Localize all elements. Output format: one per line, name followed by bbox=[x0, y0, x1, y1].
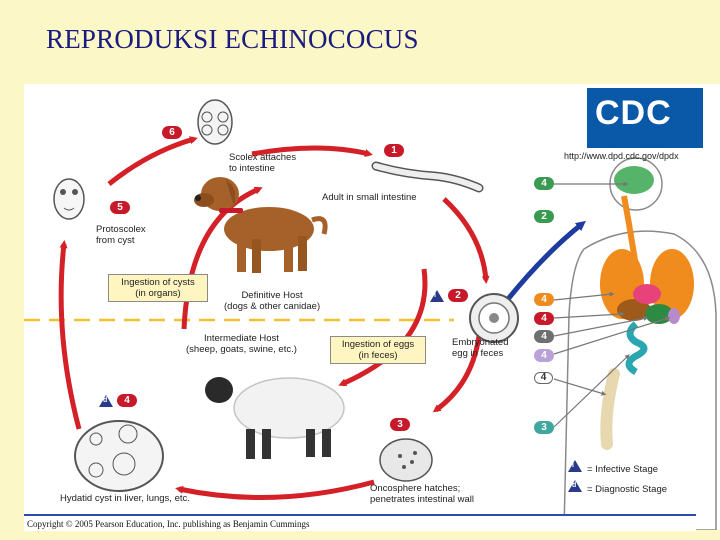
human-badge-brain: 4 bbox=[534, 177, 554, 190]
human-badge-kidney: 4 bbox=[534, 330, 554, 343]
arrow-1-to-2 bbox=[442, 197, 490, 284]
pointer-liver-b bbox=[553, 316, 649, 337]
egg-illustration bbox=[469, 293, 519, 343]
badge-stage-1: 1 bbox=[384, 144, 404, 157]
infective-stage-marker: i bbox=[430, 290, 444, 302]
human-badge-lung: 4 bbox=[534, 293, 554, 306]
pointer-intestine bbox=[553, 354, 630, 428]
box-ingestion-cysts: Ingestion of cysts(in organs) bbox=[108, 274, 208, 302]
pointer-liver-a bbox=[553, 311, 625, 319]
protoscolex-illustration bbox=[53, 178, 85, 220]
badge-stage-2: 2 bbox=[448, 289, 468, 302]
arrow-to-human bbox=[502, 220, 586, 306]
slide-title: REPRODUKSI ECHINOCOCUS bbox=[46, 24, 419, 54]
label-hydatid-cyst: Hydatid cyst in liver, lungs, etc. bbox=[60, 493, 190, 504]
diagram-graphics bbox=[24, 99, 717, 530]
pointer-bone bbox=[553, 378, 607, 396]
dog-illustration bbox=[194, 177, 328, 273]
human-badge-spleen: 4 bbox=[534, 349, 554, 362]
cdc-url: http://www.dpd.cdc.gov/dpdx bbox=[564, 151, 679, 161]
legend-infective: = Infective Stage bbox=[587, 464, 659, 475]
pointer-lung bbox=[553, 291, 615, 301]
label-oncosphere: Oncosphere hatches;penetrates intestinal… bbox=[370, 483, 475, 505]
label-adult-intestine: Adult in small intestine bbox=[322, 192, 417, 203]
arrow-inner-cysts bbox=[181, 186, 263, 330]
badge-stage-3: 3 bbox=[390, 418, 410, 431]
label-intermediate-host: Intermediate Host(sheep, goats, swine, e… bbox=[186, 333, 297, 355]
cdc-logo: CDC bbox=[587, 88, 703, 148]
arrow-2-to-3 bbox=[432, 335, 482, 413]
copyright-footer: Copyright © 2005 Pearson Education, Inc.… bbox=[24, 514, 696, 531]
cdc-tagline: SAFER · HEALTHIER · PEOPLE™ bbox=[587, 144, 672, 149]
box-ingestion-eggs: Ingestion of eggs(in feces) bbox=[330, 336, 426, 364]
arrow-6-to-1 bbox=[251, 145, 373, 157]
adult-worm-illustration bbox=[371, 161, 484, 193]
arrow-5-to-6 bbox=[107, 136, 198, 186]
hydatid-cyst-illustration bbox=[74, 420, 164, 492]
human-badge-intestine: 3 bbox=[534, 421, 554, 434]
human-illustration bbox=[563, 157, 717, 530]
scolex-illustration bbox=[197, 99, 233, 145]
label-definitive-host: Definitive Host(dogs & other canidae) bbox=[224, 290, 321, 312]
cdc-logo-text: CDC bbox=[595, 94, 672, 132]
legend-diagnostic-marker: d bbox=[568, 480, 582, 492]
diagnostic-stage-marker: d bbox=[99, 395, 113, 407]
human-badge-bone: 4 bbox=[534, 372, 553, 384]
legend-diagnostic: = Diagnostic Stage bbox=[587, 484, 668, 495]
arrow-inner-eggs bbox=[338, 268, 428, 387]
badge-stage-6: 6 bbox=[162, 126, 182, 139]
badge-stage-4: 4 bbox=[117, 394, 137, 407]
human-badge-liver: 4 bbox=[534, 312, 554, 325]
human-badge-ingestion: 2 bbox=[534, 210, 554, 223]
sheep-illustration bbox=[205, 377, 345, 459]
legend-infective-marker: i bbox=[568, 460, 582, 472]
life-cycle-diagram: CDC SAFER · HEALTHIER · PEOPLE™ http://w… bbox=[24, 84, 720, 530]
pointer-spleen bbox=[553, 316, 671, 355]
arrow-3-to-4 bbox=[175, 479, 375, 500]
arrow-4-to-5 bbox=[58, 240, 82, 430]
oncosphere-illustration bbox=[379, 438, 433, 482]
badge-stage-5: 5 bbox=[110, 201, 130, 214]
